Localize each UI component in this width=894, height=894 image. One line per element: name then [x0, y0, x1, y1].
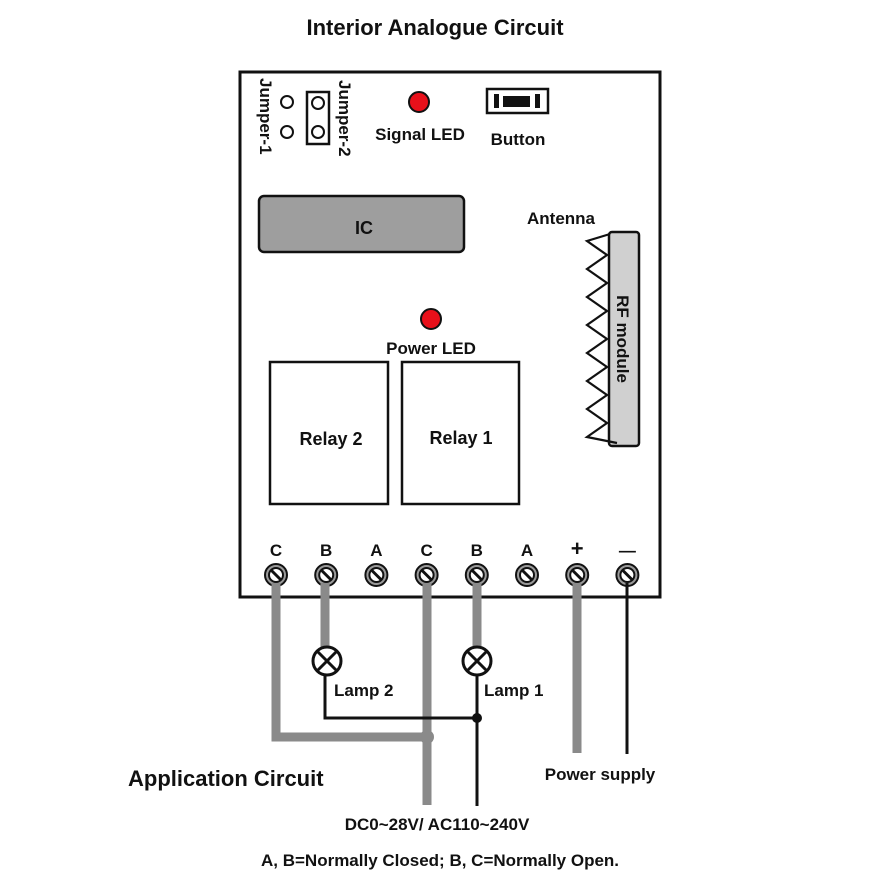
source-voltage-label: DC0~28V/ AC110~240V [345, 815, 530, 834]
terminal-label: C [270, 541, 282, 560]
contact-note: A, B=Normally Closed; B, C=Normally Open… [261, 851, 619, 870]
relay-2 [268, 360, 390, 506]
jumper-1-pin-bottom[interactable] [280, 125, 294, 139]
terminal-label: — [619, 541, 636, 560]
terminal-screw-icon[interactable] [364, 563, 389, 587]
ic-label: IC [355, 218, 373, 238]
jumper-2-pin-bottom [311, 125, 325, 139]
diagram-title: Interior Analogue Circuit [306, 15, 564, 40]
receiver-board [238, 70, 662, 599]
jumper-1-pin-top[interactable] [280, 95, 294, 109]
terminal-label: A [370, 541, 382, 560]
signal-led-label: Signal LED [375, 125, 465, 144]
jumper-1-label: Jumper-1 [256, 78, 275, 155]
terminal-label: C [420, 541, 432, 560]
wire-relay2-common [271, 583, 427, 742]
lamp-1-icon [461, 645, 493, 677]
ic-chip [257, 194, 466, 254]
terminal-label: A [521, 541, 533, 560]
terminal-screw-icon[interactable] [565, 563, 590, 587]
power-led-icon [420, 308, 442, 330]
terminal-screw-icon[interactable] [264, 563, 288, 587]
junction-black [472, 713, 482, 723]
button-label: Button [491, 130, 546, 149]
relay-1-label: Relay 1 [429, 428, 492, 448]
terminal-screw-icon[interactable] [515, 563, 539, 587]
application-circuit-heading: Application Circuit [128, 766, 324, 791]
rf-module [607, 230, 641, 448]
jumper-2-label: Jumper-2 [335, 80, 354, 157]
junction-gray [420, 730, 434, 744]
terminal-label: B [471, 541, 483, 560]
terminal-label: + [571, 536, 584, 561]
power-supply-label: Power supply [545, 765, 656, 784]
terminal-screw-icon[interactable] [414, 563, 439, 587]
lamp-1-label: Lamp 1 [484, 681, 544, 700]
terminal-label: B [320, 541, 332, 560]
relay-1 [400, 360, 521, 506]
signal-led-icon [408, 91, 430, 113]
button-switch-icon[interactable] [485, 87, 550, 115]
lamp-2-label: Lamp 2 [334, 681, 394, 700]
jumper-2-pin-top [311, 96, 325, 110]
rf-module-label: RF module [613, 295, 632, 383]
antenna-coil-icon [584, 232, 618, 445]
terminal-screw-icon[interactable] [314, 563, 339, 587]
wire-lamp2-return [323, 675, 477, 720]
power-led-label: Power LED [386, 339, 476, 358]
terminal-block: C B A C B A + — [264, 536, 640, 587]
lamp-2-icon [311, 645, 343, 677]
antenna-label: Antenna [527, 209, 596, 228]
terminal-screw-icon[interactable] [615, 563, 640, 587]
application-wiring [271, 583, 629, 806]
relay-2-label: Relay 2 [299, 429, 362, 449]
terminal-screw-icon[interactable] [464, 563, 489, 587]
